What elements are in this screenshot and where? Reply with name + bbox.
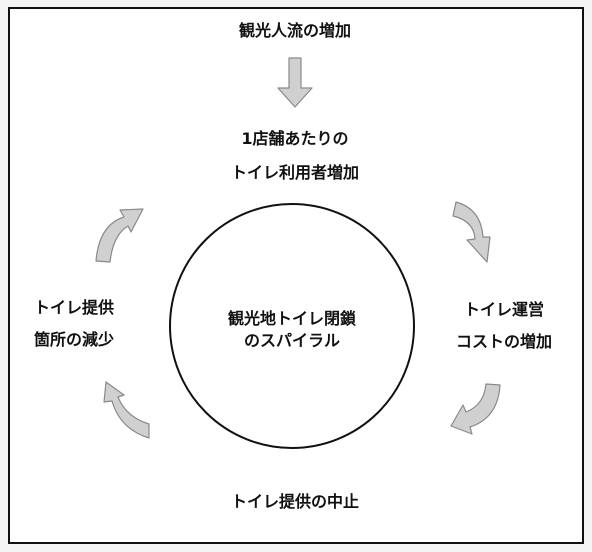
node-upper-line2: トイレ利用者増加 <box>230 163 359 182</box>
curved-arrow-upper-right-icon <box>452 201 491 263</box>
node-right-line1: トイレ運営 <box>463 300 544 319</box>
node-upper-line1: 1店舗あたりの <box>241 129 349 148</box>
node-left-label: トイレ提供 箇所の減少 <box>14 298 134 358</box>
node-left-line1: トイレ提供 <box>33 298 114 317</box>
node-right-label: トイレ運営 コストの増加 <box>437 300 571 360</box>
center-circle <box>169 203 415 449</box>
node-right-line2: コストの増加 <box>455 332 552 351</box>
center-line2: のスパイラル <box>243 331 340 350</box>
node-left-line2: 箇所の減少 <box>33 330 114 349</box>
down-arrow-icon <box>277 57 313 108</box>
curved-arrow-upper-left-icon <box>95 208 144 263</box>
center-line1: 観光地トイレ閉鎖 <box>227 309 356 328</box>
node-bottom-text: トイレ提供の中止 <box>230 492 359 511</box>
curved-arrow-lower-left-icon <box>103 381 150 439</box>
center-label: 観光地トイレ閉鎖 のスパイラル <box>202 309 382 355</box>
node-upper-label: 1店舗あたりの トイレ利用者増加 <box>195 129 395 189</box>
node-top-label: 観光人流の増加 <box>195 21 395 43</box>
curved-arrow-lower-right-icon <box>450 383 501 435</box>
node-top-text: 観光人流の増加 <box>238 21 351 40</box>
node-bottom-label: トイレ提供の中止 <box>195 492 395 514</box>
